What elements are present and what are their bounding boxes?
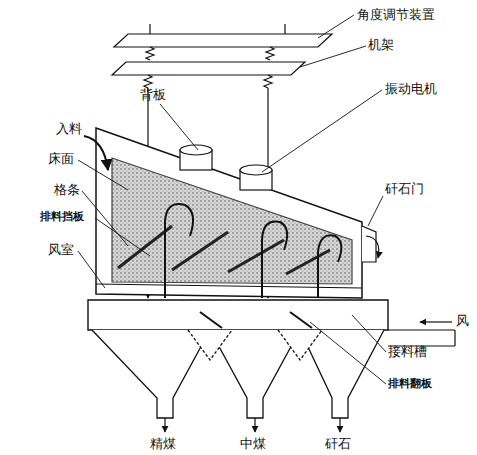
part-label: 角度调节装置 [357, 8, 435, 22]
bed-deck [112, 158, 352, 284]
part-label: 接料槽 [388, 345, 427, 359]
part-label: 排料挡板 [40, 211, 84, 223]
part-label: 风室 [48, 243, 74, 257]
part-label: 床面 [48, 152, 74, 166]
spring [146, 47, 154, 60]
part-label: 背板 [140, 88, 166, 102]
vibration-motor [180, 145, 272, 190]
air-duct [388, 330, 455, 346]
part-label: 排料翻板 [388, 378, 432, 390]
leader-line [78, 15, 386, 384]
part-label: 中煤 [240, 437, 266, 451]
part-label: 机架 [368, 38, 394, 52]
frame-plate [112, 62, 305, 75]
flap [290, 312, 312, 328]
flap [200, 312, 222, 328]
gangue-gate [362, 226, 376, 262]
part-label: 矸石门 [385, 182, 424, 196]
spring [266, 47, 274, 60]
adjust-plate [114, 34, 332, 47]
part-label: 风 [456, 314, 469, 328]
machine-body [96, 128, 362, 298]
part-label: 格条 [54, 183, 80, 197]
receiving-trough [88, 300, 388, 330]
part-label: 矸石 [325, 437, 351, 451]
part-label: 入料 [56, 122, 82, 136]
feed-arrow [84, 136, 108, 170]
part-label: 振动电机 [385, 82, 437, 96]
spring [264, 75, 272, 88]
spring [144, 75, 152, 88]
part-label: 精煤 [150, 437, 176, 451]
funnel [92, 330, 384, 418]
